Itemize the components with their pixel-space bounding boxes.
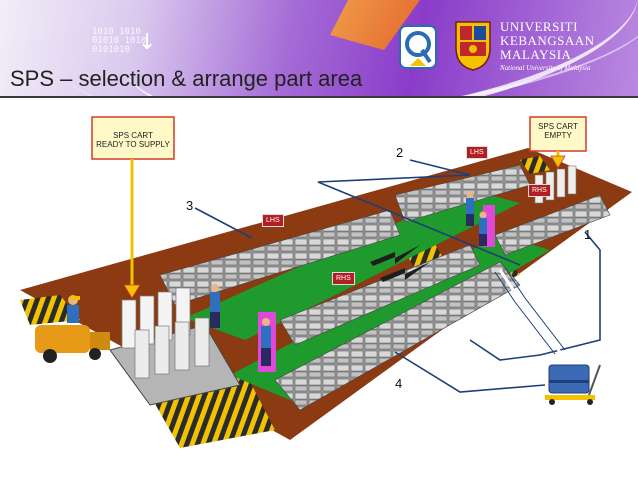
title-divider bbox=[0, 96, 638, 98]
slide-title: SPS – selection & arrange part area bbox=[10, 66, 363, 91]
hazard-stripe-left-2 bbox=[20, 295, 80, 325]
flow-path-1b bbox=[394, 351, 546, 393]
university-name: UNIVERSITI KEBANGSAAN MALAYSIA National … bbox=[500, 19, 595, 73]
slide-header-banner: 1010 1010 01010 1010 0101010 ↓ UNIVERSIT… bbox=[0, 0, 638, 98]
binary-text: 1010 1010 01010 1010 0101010 bbox=[92, 27, 147, 55]
university-line: MALAYSIA bbox=[500, 47, 572, 62]
down-arrow-icon: ↓ bbox=[138, 30, 157, 55]
flow-path-1 bbox=[469, 231, 601, 361]
university-crest-icon bbox=[455, 21, 491, 71]
worker-figure bbox=[466, 191, 474, 226]
university-line: KEBANGSAAN bbox=[500, 33, 595, 48]
lane-direction-arrow bbox=[370, 245, 420, 266]
worker-figure bbox=[479, 211, 487, 246]
rack-tag-lhs-back: LHS bbox=[466, 146, 488, 159]
university-subtitle: National University of Malaysia bbox=[500, 64, 591, 72]
step-number-4: 4 bbox=[395, 376, 403, 391]
green-lane-lower bbox=[230, 235, 550, 400]
rack-tag-lhs-front: LHS bbox=[262, 214, 284, 227]
flow-path-3 bbox=[194, 207, 253, 239]
step-number-2: 2 bbox=[396, 145, 404, 160]
flow-path-parallel-outline bbox=[504, 267, 566, 351]
tug-vehicle-icon bbox=[35, 295, 110, 363]
cart-row-middle bbox=[279, 244, 481, 346]
green-lane-upper bbox=[185, 190, 520, 340]
flow-path-parallel-outline bbox=[494, 271, 556, 355]
q-logo-icon bbox=[399, 25, 437, 69]
cart-row-front bbox=[274, 261, 521, 411]
callout-label-cart-empty: SPS CART EMPTY bbox=[538, 122, 578, 140]
lane-direction-arrow bbox=[380, 262, 430, 282]
rack-tag-rhs-back: RHS bbox=[528, 184, 551, 197]
flow-path-2 bbox=[317, 159, 521, 266]
worker-figure bbox=[210, 284, 220, 328]
warehouse-diagram bbox=[20, 116, 632, 448]
university-line: UNIVERSITI bbox=[500, 19, 578, 34]
rack-tag-rhs-front: RHS bbox=[332, 272, 355, 285]
callout-label-cart-ready: SPS CART READY TO SUPPLY bbox=[96, 131, 170, 149]
flow-path-parallel bbox=[498, 269, 562, 353]
step-number-1: 1 bbox=[584, 227, 592, 242]
hazard-stripe-right-2 bbox=[520, 156, 550, 174]
worker-figure bbox=[261, 318, 271, 366]
callout-arrowhead-empty bbox=[550, 155, 566, 169]
sps-cart-group-ready bbox=[121, 287, 210, 379]
pallet-jack-icon bbox=[545, 364, 601, 405]
cart-row-right bbox=[494, 194, 611, 256]
step-number-3: 3 bbox=[186, 198, 194, 213]
callout-arrowhead-ready bbox=[123, 284, 141, 299]
